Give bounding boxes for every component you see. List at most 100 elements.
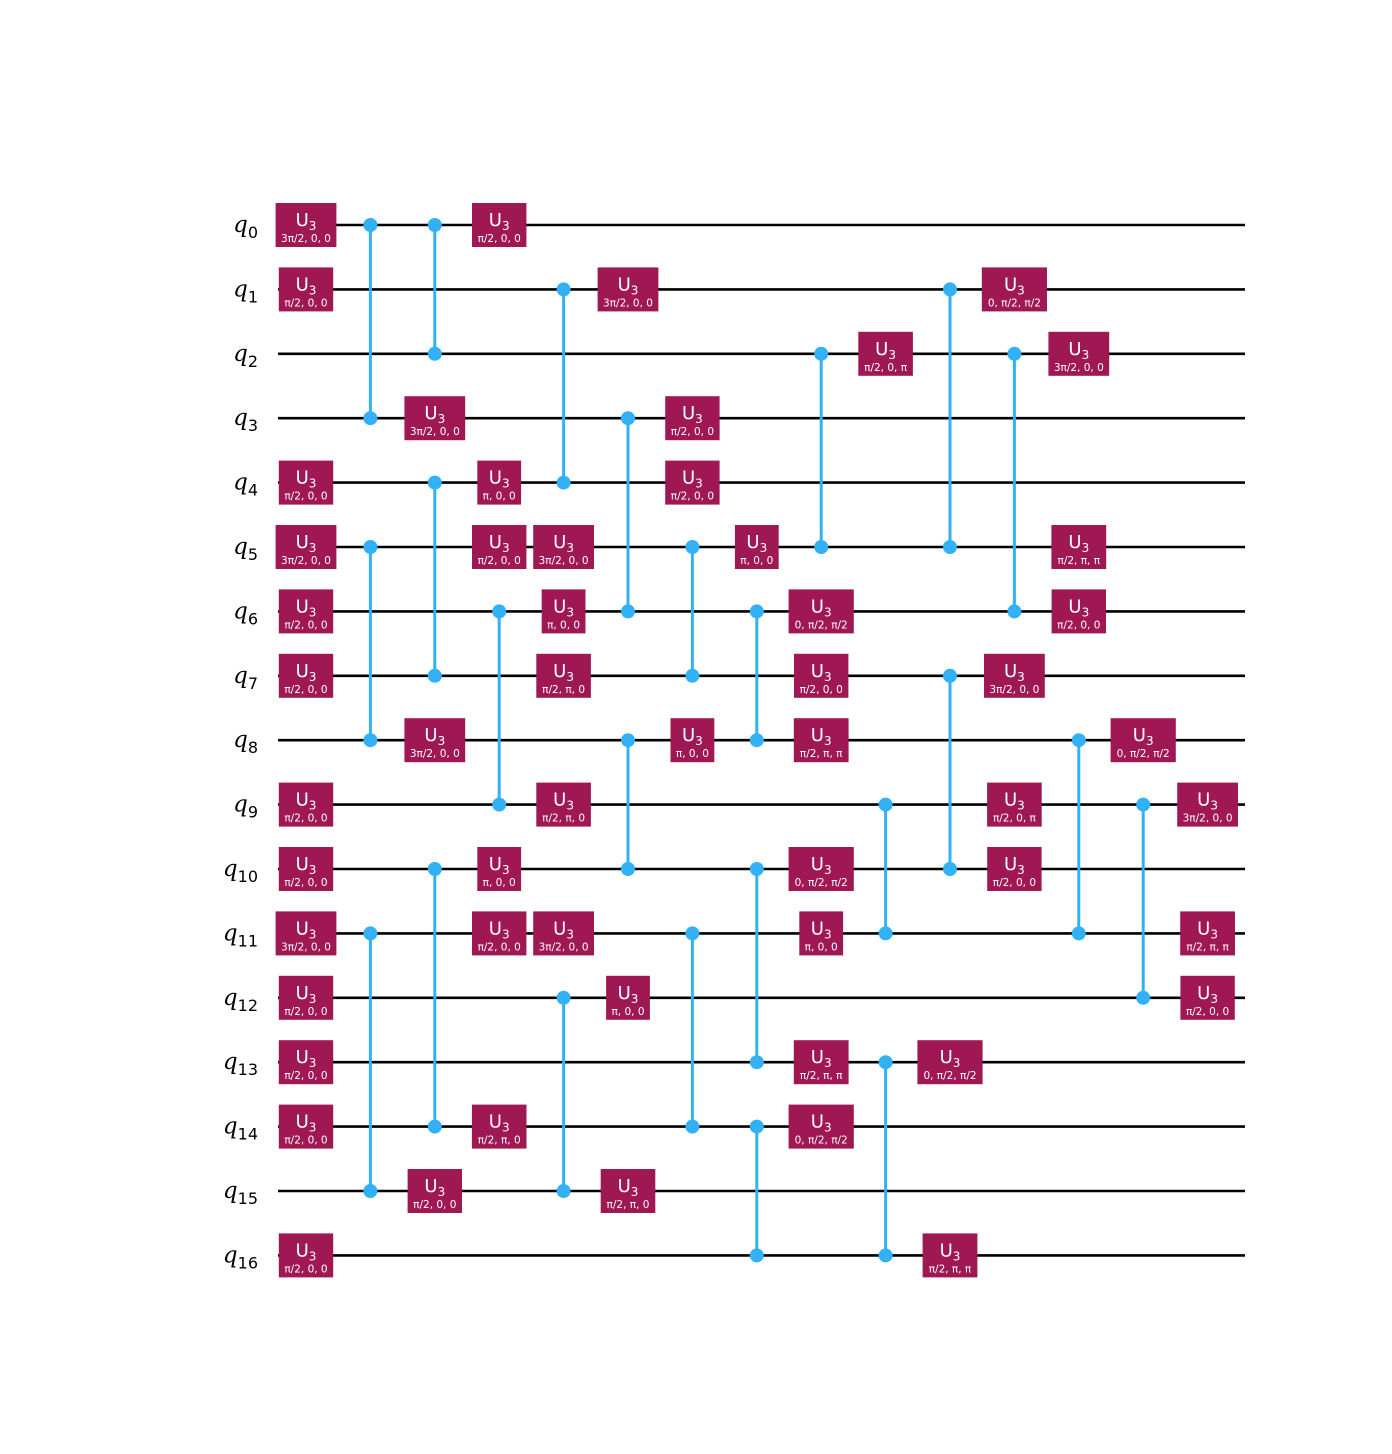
u3-gate-q14-c0: U3π/2, 0, 0 [278, 1104, 334, 1149]
gate-box [799, 911, 844, 956]
cz-control-dot-q1-c4 [556, 282, 571, 297]
u3-gate-q1-c11: U30, π/2, π/2 [981, 267, 1047, 312]
cz-control-dot-q5-c6 [685, 540, 700, 554]
gate-box [278, 1040, 334, 1085]
gate-params: 3π/2, 0, 0 [603, 297, 653, 309]
u3-gate-q10-c0: U3π/2, 0, 0 [278, 847, 334, 891]
u3-gate-q6-c8: U30, π/2, π/2 [788, 589, 854, 634]
gate-params: π/2, 0, 0 [1186, 1006, 1229, 1018]
cz-control-dot-q5-c1 [363, 540, 378, 554]
cz-control-dot-q8-c1 [363, 733, 378, 748]
gate-params: π/2, 0, 0 [478, 555, 521, 567]
cz-control-dot-q6-c5 [621, 604, 635, 619]
gate-box [665, 460, 720, 505]
gate-params: π/2, 0, 0 [284, 877, 327, 889]
gate-params: π/2, π, 0 [542, 684, 585, 696]
gate-box [278, 653, 334, 698]
qubit-label-11: q11 [223, 920, 258, 950]
cz-control-dot-q0-c1 [363, 218, 378, 232]
u3-gate-q4-c0: U3π/2, 0, 0 [278, 460, 334, 505]
gate-params: π/2, 0, 0 [284, 619, 327, 631]
cz-control-dot-q6-c7 [749, 604, 764, 619]
gate-params: π, 0, 0 [740, 555, 773, 567]
gate-box [794, 653, 849, 698]
cz-control-dot-q0-c2 [427, 218, 442, 232]
gate-params: π/2, 0, 0 [478, 941, 521, 953]
qubit-label-0: q0 [233, 212, 258, 242]
cz-control-dot-q3-c5 [621, 411, 635, 426]
u3-gate-q7-c4: U3π/2, π, 0 [536, 653, 591, 698]
gate-box [981, 267, 1047, 312]
gate-box [734, 525, 779, 569]
cz-control-dot-q8-c7 [749, 733, 764, 748]
gate-box [984, 653, 1045, 698]
u3-gate-q10-c8: U30, π/2, π/2 [788, 847, 854, 891]
gate-params: 3π/2, 0, 0 [281, 555, 331, 567]
gate-box [987, 847, 1042, 891]
gate-box [278, 1104, 334, 1149]
cz-control-dot-q2-c8 [814, 346, 829, 361]
qubit-label-16: q16 [223, 1242, 258, 1272]
cz-control-dot-q14-c2 [427, 1119, 442, 1134]
gate-params: π/2, π, 0 [542, 813, 585, 825]
gate-params: π/2, 0, 0 [284, 1006, 327, 1018]
u3-gate-q13-c8: U3π/2, π, π [793, 1040, 849, 1085]
gate-params: π/2, π, π [1186, 941, 1229, 953]
gate-params: 3π/2, 0, 0 [1183, 813, 1233, 825]
u3-gate-q5-c12: U3π/2, π, π [1051, 525, 1107, 569]
gate-box [477, 460, 522, 505]
cz-control-dot-q10-c7 [749, 862, 764, 876]
cz-control-dot-q9-c13 [1136, 797, 1151, 812]
cz-control-dot-q16-c9 [878, 1248, 893, 1263]
gate-box [471, 1104, 527, 1149]
gate-box [1051, 589, 1106, 634]
gate-box [917, 1040, 983, 1085]
gate-box [606, 975, 650, 1020]
u3-gate-q16-c0: U3π/2, 0, 0 [278, 1233, 334, 1278]
cz-control-dot-q10-c5 [621, 862, 635, 876]
gate-box [670, 718, 715, 763]
gate-box [536, 653, 591, 698]
cz-control-dot-q4-c2 [427, 475, 442, 490]
gate-box [275, 911, 337, 956]
gate-box [597, 267, 659, 312]
qubit-label-13: q13 [223, 1049, 258, 1079]
gate-box [788, 1104, 854, 1149]
u3-gate-q9-c4: U3π/2, π, 0 [536, 782, 591, 827]
qubit-label-5: q5 [233, 534, 258, 564]
gate-params: π/2, 0, π [993, 813, 1037, 825]
gate-box [793, 1040, 849, 1085]
u3-gate-q16-c10: U3π/2, π, π [922, 1233, 978, 1278]
u3-gate-q10-c11: U3π/2, 0, 0 [987, 847, 1042, 891]
u3-gate-q9-c0: U3π/2, 0, 0 [278, 782, 334, 827]
gate-box [278, 782, 334, 827]
gate-params: π/2, π, π [800, 1070, 843, 1082]
gate-params: π/2, 0, 0 [284, 1263, 327, 1275]
gate-params: π/2, π, π [929, 1263, 972, 1275]
u3-gate-q8-c8: U3π/2, π, π [793, 718, 849, 763]
cz-control-dot-q4-c4 [556, 475, 571, 490]
u3-gate-q4-c6: U3π/2, 0, 0 [665, 460, 720, 505]
gate-box [858, 331, 913, 376]
u3-gate-q3-c6: U3π/2, 0, 0 [665, 396, 720, 441]
cz-control-dot-q13-c9 [878, 1055, 893, 1070]
gate-params: π/2, π, π [1058, 555, 1101, 567]
cz-control-dot-q11-c1 [363, 926, 378, 941]
u3-gate-q13-c10: U30, π/2, π/2 [917, 1040, 983, 1085]
gate-box [1051, 525, 1107, 569]
cz-control-dot-q11-c12 [1071, 926, 1086, 941]
qubit-label-3: q3 [233, 405, 258, 435]
gate-params: 0, π/2, π/2 [988, 297, 1041, 309]
gate-box [1180, 911, 1235, 956]
qubit-label-4: q4 [233, 470, 258, 500]
cz-control-dot-q15-c1 [363, 1184, 378, 1198]
gate-params: π/2, 0, 0 [478, 233, 521, 245]
cz-control-dot-q1-c10 [943, 282, 957, 297]
qubit-label-1: q1 [233, 276, 258, 306]
